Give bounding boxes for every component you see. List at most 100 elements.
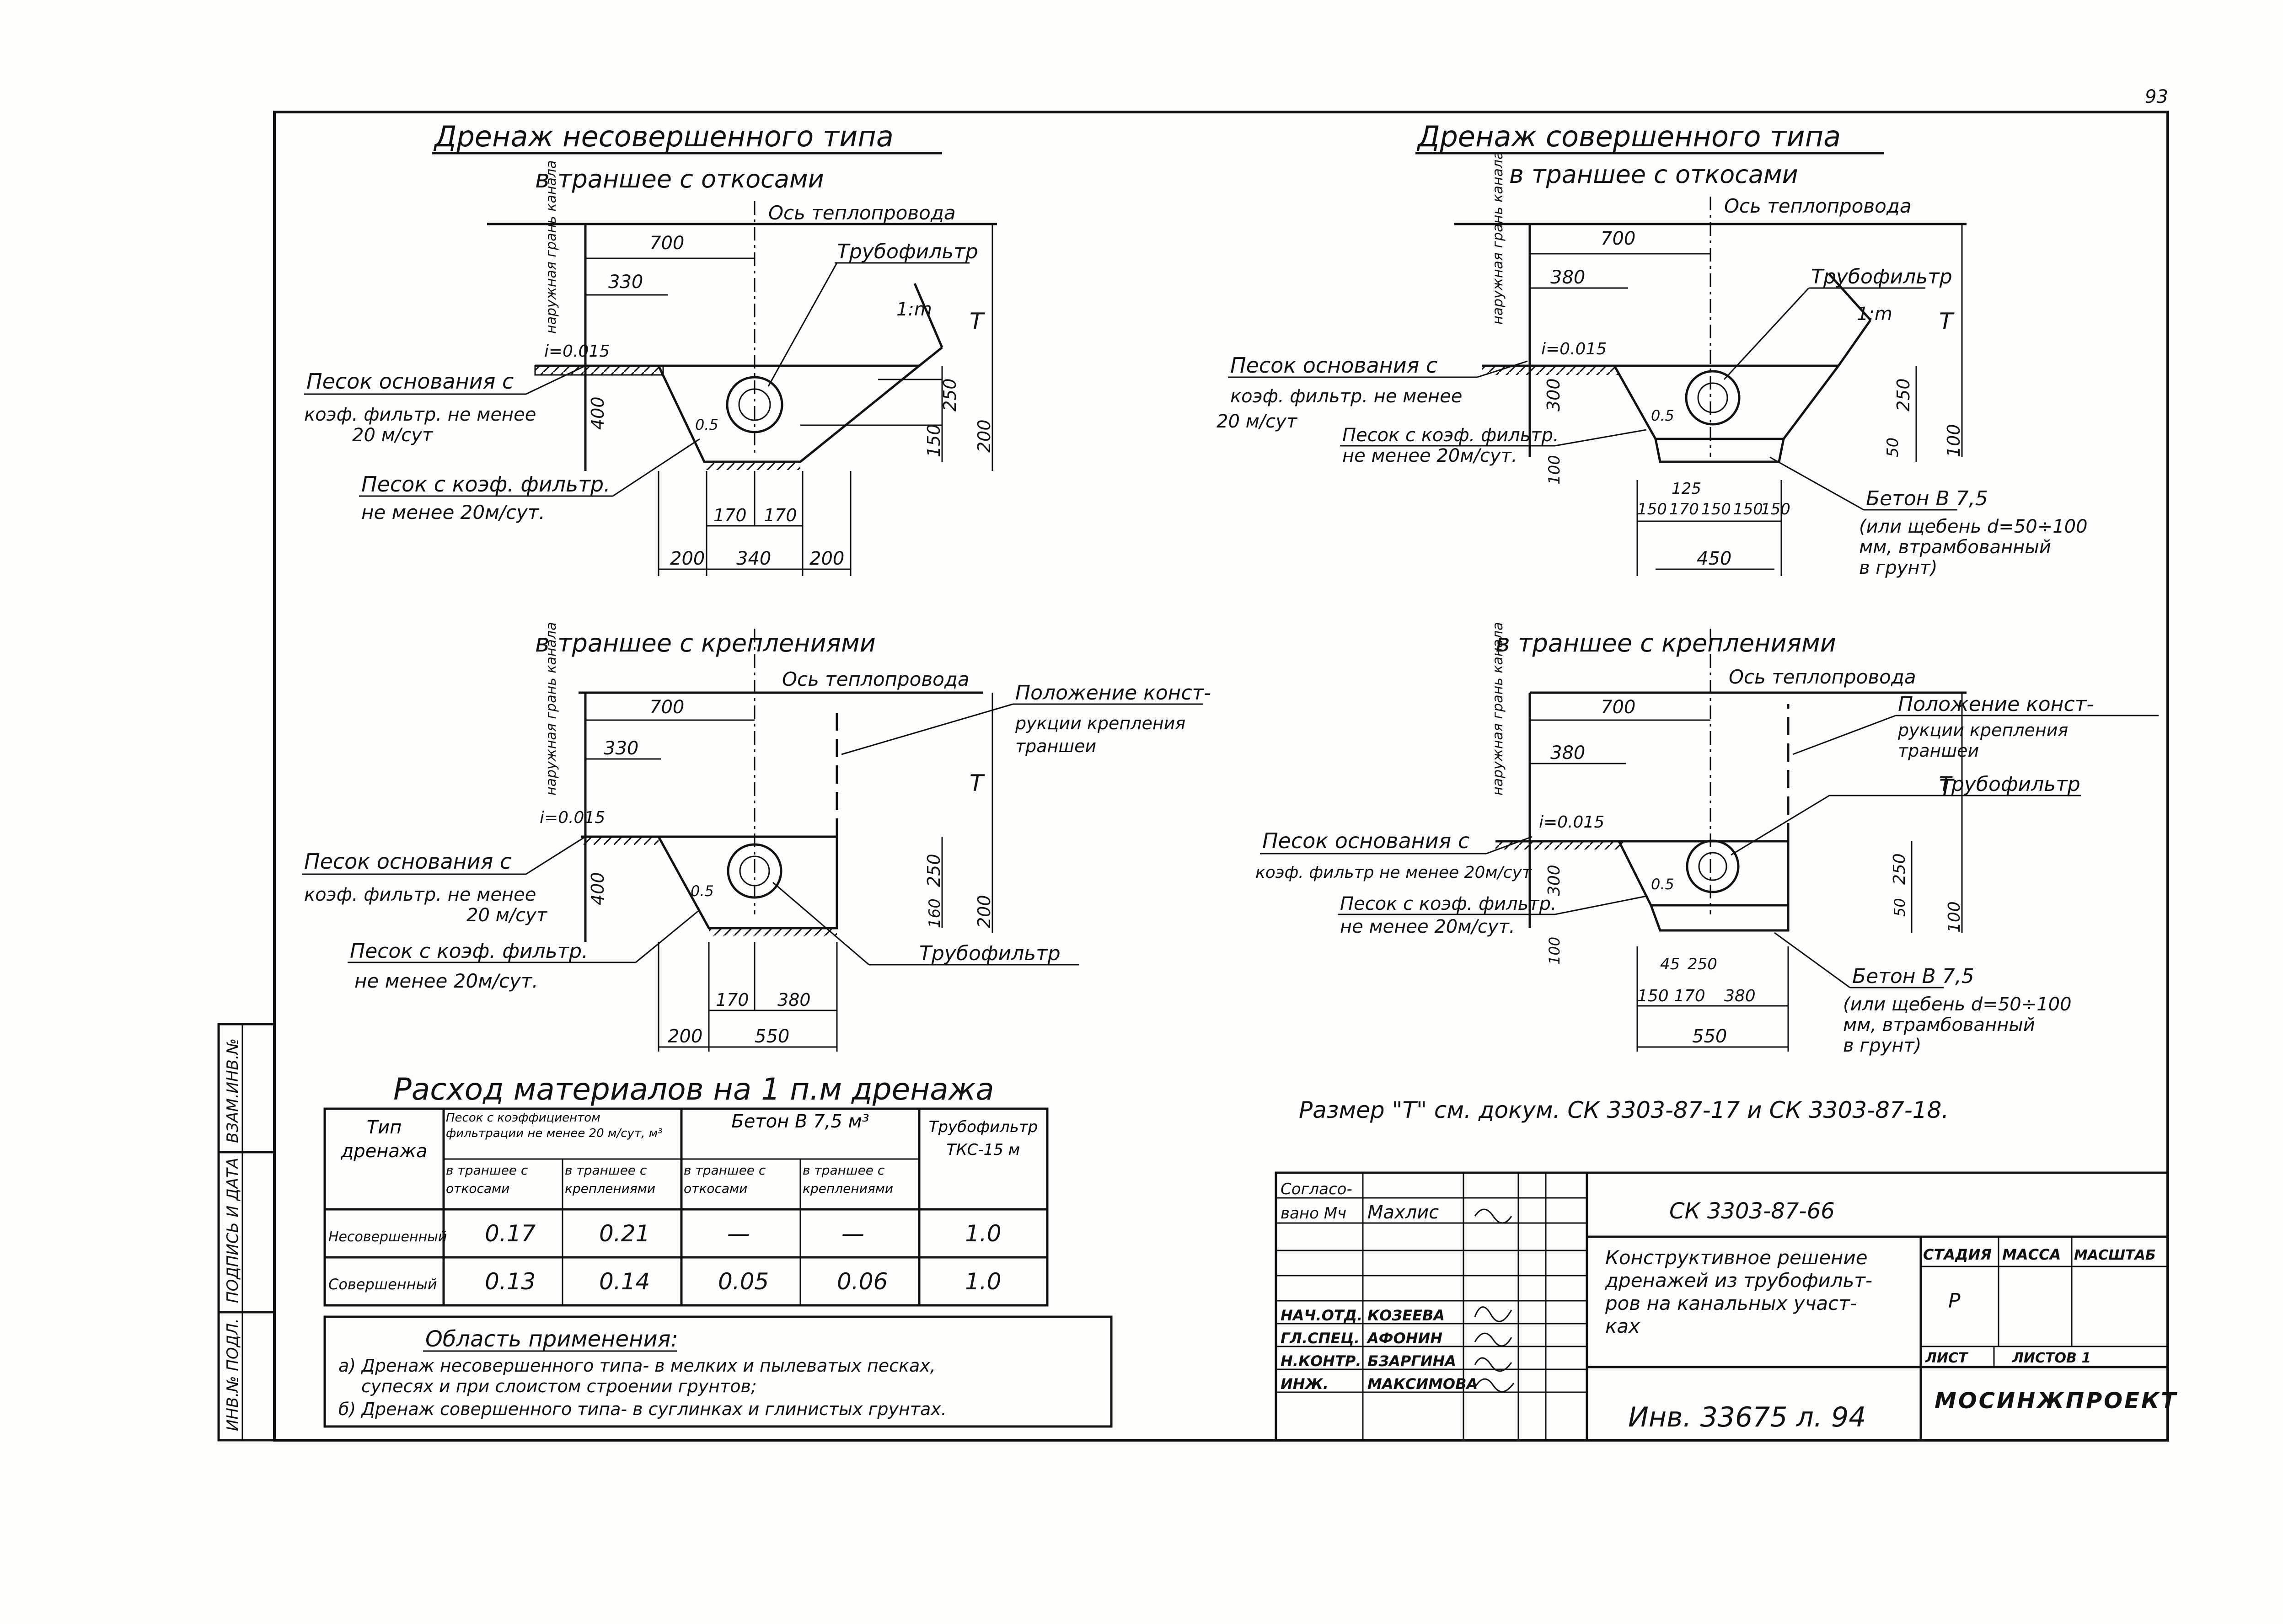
dim-700-1: 700 <box>649 233 684 254</box>
shoring-3c: траншеи <box>1015 736 1096 756</box>
t-mark-1: T <box>970 308 985 335</box>
dim-50-2: 50 <box>1884 438 1902 457</box>
dim-550-4: 550 <box>1692 1026 1727 1047</box>
base-sand-2c: 20 м/сут <box>1217 411 1298 432</box>
axis-label-3: Ось теплопровода <box>782 668 970 690</box>
pipe-filter-2: Трубофильтр <box>1811 265 1952 288</box>
outer-face-3: наружная грань канала <box>543 622 559 796</box>
stage-value: Р <box>1948 1289 1961 1313</box>
signature-2 <box>1474 1306 1512 1322</box>
concrete-2c: мм, втрамбованный <box>1859 537 2051 558</box>
name-1: КОЗЕЕВА <box>1367 1307 1445 1324</box>
row2-sand-shoring: 0.14 <box>599 1268 650 1295</box>
drawing-complete-shoring: в траншее с креплениями Ось теплопровода… <box>1255 622 2159 1056</box>
row2-conc-slopes: 0.05 <box>718 1268 769 1295</box>
base-sand-1a: Песок основания с <box>306 369 514 394</box>
page-number: 93 <box>2145 86 2168 107</box>
dim-250-2: 250 <box>1893 378 1913 411</box>
dim-250-4: 250 <box>1890 853 1909 885</box>
sand-3b: не менее 20м/сут. <box>354 970 538 992</box>
concrete-4b: (или щебень d=50÷100 <box>1843 994 2072 1015</box>
side-stamps: ИНВ.№ ПОДЛ. ПОДПИСЬ И ДАТА ВЗАМ.ИНВ.№ <box>217 1023 276 1442</box>
sand-1b: не менее 20м/сут. <box>361 501 545 524</box>
signature-3 <box>1474 1332 1512 1347</box>
sub-sand-shoring: в траншее с креплениями <box>565 1163 656 1196</box>
dim-100-4b: 100 <box>1546 937 1563 965</box>
incline-3: i=0.015 <box>540 808 605 827</box>
row2-type: Совершенный <box>328 1276 437 1293</box>
name-4: МАКСИМОВА <box>1367 1375 1478 1393</box>
dim-700-4: 700 <box>1601 697 1635 718</box>
col-concrete-header: Бетон В 7,5 м³ <box>731 1111 869 1132</box>
signature-5 <box>1474 1378 1515 1393</box>
col-pipe-header: Трубофильтр ТКС-15 м <box>928 1118 1038 1159</box>
pipe-size-1: 0.5 <box>695 416 718 433</box>
dim-380-3: 380 <box>777 990 811 1010</box>
signature-4 <box>1474 1357 1512 1372</box>
t-mark-3: T <box>970 770 985 796</box>
sub-conc-slopes: в траншее с откосами <box>684 1163 766 1196</box>
dim-330-1: 330 <box>608 272 643 293</box>
size-note: Размер "T" см. докум. СК 3303-87-17 и СК… <box>1299 1097 1949 1123</box>
base-sand-4a: Песок основания с <box>1262 828 1469 853</box>
pipe-size-4: 0.5 <box>1651 876 1674 893</box>
row2-pipe: 1.0 <box>965 1268 1002 1295</box>
approval-name: Махлис <box>1367 1202 1439 1223</box>
dim-100-2b: 100 <box>1545 455 1564 485</box>
base-sand-2a: Песок основания с <box>1230 353 1437 378</box>
dim-200-1a: 200 <box>670 548 705 569</box>
title-complete: Дренаж совершенного типа <box>1416 120 1841 153</box>
dim-100-4: 100 <box>1945 901 1964 933</box>
outer-face-1: наружная грань канала <box>543 160 559 334</box>
dim-550-3: 550 <box>755 1026 789 1047</box>
stamp-inv-podl: ИНВ.№ ПОДЛ. <box>224 1318 242 1431</box>
sheet-label: ЛИСТ <box>1925 1350 1969 1366</box>
dim-400-1: 400 <box>588 396 608 430</box>
subtitle-shoring-left: в траншее с креплениями <box>535 629 876 657</box>
drawing-incomplete-shoring: в траншее с креплениями Ось теплопровода… <box>302 622 1211 1052</box>
slope-ratio-2: 1:m <box>1857 304 1892 325</box>
t-mark-4: T <box>1939 775 1955 801</box>
drawing-complete-slopes: Дренаж совершенного типа в траншее с отк… <box>1217 120 2088 578</box>
incline-1: i=0.015 <box>544 342 610 361</box>
outer-face-2: наружная грань канала <box>1490 151 1506 325</box>
stamp-replace-inv: ВЗАМ.ИНВ.№ <box>224 1038 242 1143</box>
base-sand-3a: Песок основания с <box>304 849 511 874</box>
dim-160-3: 160 <box>926 898 944 928</box>
dim-380-2: 380 <box>1550 267 1585 288</box>
base-sand-3b: коэф. фильтр. не менее <box>304 884 536 905</box>
dim-330-3: 330 <box>604 738 638 759</box>
subtitle-shoring-right: в траншее с креплениями <box>1495 629 1836 657</box>
sub-conc-shoring: в траншее с креплениями <box>803 1163 894 1196</box>
col-mass: МАССА <box>2002 1246 2061 1263</box>
sand-3a: Песок с коэф. фильтр. <box>350 940 588 963</box>
dim-170-1a: 170 <box>713 505 747 525</box>
sand-2a: Песок с коэф. фильтр. <box>1342 425 1559 446</box>
dim-300-4: 300 <box>1545 865 1564 896</box>
dim-450-2: 450 <box>1697 548 1731 569</box>
stamp-signature: ПОДПИСЬ И ДАТА <box>224 1158 242 1303</box>
row2-sand-slopes: 0.13 <box>485 1268 536 1295</box>
doc-code: СК 3303-87-66 <box>1669 1198 1835 1224</box>
dim-200-1: 200 <box>974 419 994 453</box>
desc-1: Конструктивное решение <box>1605 1246 1868 1269</box>
role-2: ГЛ.СПЕЦ. <box>1281 1330 1360 1347</box>
dim-150-1: 150 <box>924 424 944 457</box>
shoring-4b: рукции крепления <box>1897 720 2068 740</box>
concrete-4c: мм, втрамбованный <box>1843 1015 2035 1036</box>
base-sand-4b: коэф. фильтр не менее 20м/сут <box>1255 863 1532 882</box>
dim-45-4: 45 <box>1660 955 1680 973</box>
sand-4b: не менее 20м/сут. <box>1340 916 1515 937</box>
shoring-3b: рукции крепления <box>1015 713 1185 733</box>
col-stage: СТАДИЯ <box>1923 1246 1992 1263</box>
dim-380-4: 380 <box>1550 743 1585 764</box>
row1-sand-shoring: 0.21 <box>599 1220 650 1247</box>
dim-150-2a: 150 <box>1637 500 1667 518</box>
base-sand-3c: 20 м/сут <box>466 905 548 926</box>
shoring-4a: Положение конст- <box>1898 693 2094 716</box>
approval-2: вано Мч <box>1281 1204 1346 1223</box>
pipe-size-3: 0.5 <box>691 882 714 900</box>
col-type-header: Тип дренажа <box>341 1117 428 1162</box>
row1-pipe: 1.0 <box>965 1220 1002 1247</box>
